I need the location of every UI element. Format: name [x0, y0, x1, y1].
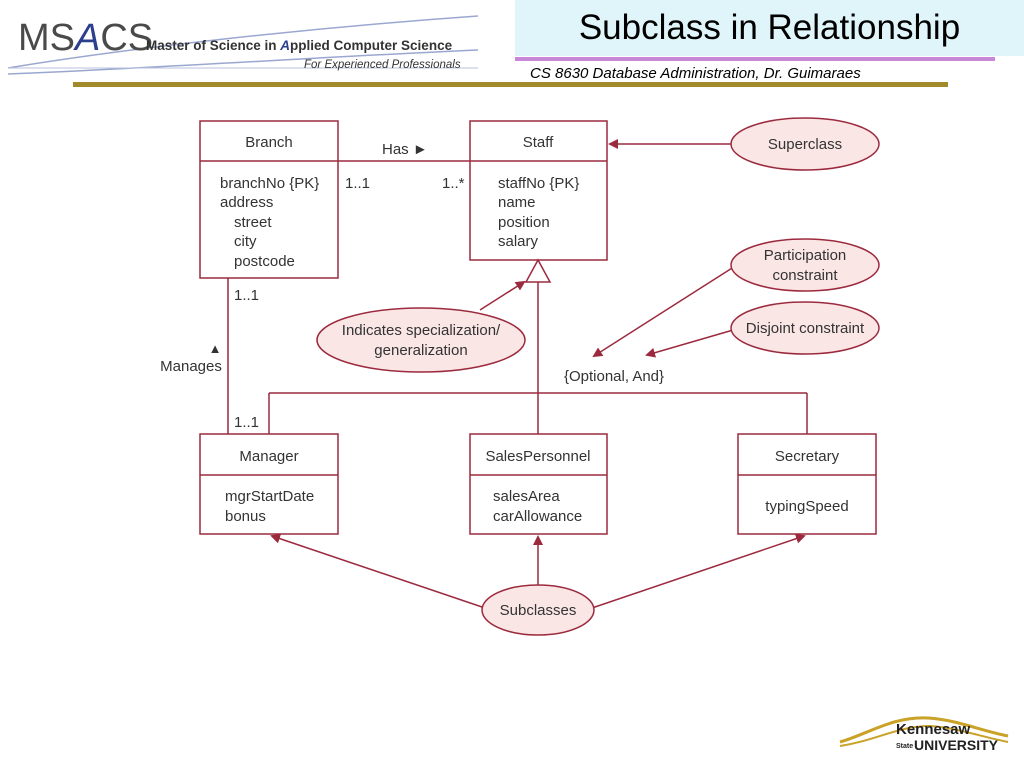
class-branch-attr: city: [234, 233, 257, 250]
logo-ms: MS: [18, 17, 75, 59]
disjoint-arrow: [645, 327, 741, 358]
subclasses-callout-text: Subclasses: [500, 602, 577, 619]
has-label: Has ►: [382, 141, 428, 158]
has-multiplicity-branch: 1..1: [345, 175, 370, 192]
disjoint-callout: [730, 301, 880, 355]
specialization-callout-text: generalization: [374, 342, 467, 359]
msacs-logo: MSACS Master of Science in Applied Compu…: [8, 15, 479, 75]
class-secretary-attr: typingSpeed: [765, 498, 848, 515]
manages-label: Manages: [160, 358, 222, 375]
page-title: Subclass in Relationship: [578, 8, 961, 47]
class-manager-attr: mgrStartDate: [225, 488, 314, 505]
class-salespersonnel-attr: salesArea: [493, 488, 560, 505]
class-branch-attr: postcode: [234, 253, 295, 270]
subclass-arrow-manager: [270, 533, 486, 609]
logo-program-rest: pplied Computer Science: [290, 38, 453, 53]
subclass-arrow-secretary: [591, 533, 806, 609]
logo-cs: CS: [100, 17, 153, 59]
class-branch-attr: address: [220, 194, 273, 211]
ksu-logo-line1: Kennesaw: [896, 721, 971, 738]
class-staff-box: [469, 120, 608, 261]
superclass-callout: [730, 117, 880, 171]
header-divider: [73, 82, 948, 87]
class-branch-attr: branchNo {PK}: [220, 175, 319, 192]
class-staff-name: Staff: [523, 134, 554, 151]
class-salespersonnel-box: [469, 433, 608, 535]
class-branch-attr: street: [234, 214, 272, 231]
ksu-logo-line2: UNIVERSITY: [914, 737, 999, 753]
logo-a: A: [73, 17, 100, 59]
disjoint-callout-text: Disjoint constraint: [746, 320, 865, 337]
ksu-logo-state: State: [896, 743, 913, 750]
class-manager-attr: bonus: [225, 508, 266, 525]
class-salespersonnel-name: SalesPersonnel: [485, 448, 590, 465]
ksu-logo: Kennesaw State UNIVERSITY: [839, 716, 1009, 753]
class-salespersonnel-attr: carAllowance: [493, 508, 582, 525]
manages-multiplicity-manager: 1..1: [234, 414, 259, 431]
subclasses-callout: [481, 584, 595, 636]
class-branch-box: [199, 120, 339, 279]
svg-text:Master of Science in Applied C: Master of Science in Applied Computer Sc…: [146, 38, 453, 53]
specialization-callout: [316, 307, 526, 373]
svg-text:MSACS: MSACS: [18, 17, 153, 59]
title-banner: Subclass in Relationship: [515, 0, 1024, 56]
class-staff-attr: salary: [498, 233, 539, 250]
constraint-label: {Optional, And}: [564, 368, 664, 385]
participation-callout-text: constraint: [772, 267, 838, 284]
participation-callout: [730, 238, 880, 292]
participation-callout-text: Participation: [764, 247, 847, 264]
class-manager-box: [199, 433, 339, 535]
title-underline: [515, 57, 995, 61]
superclass-callout-text: Superclass: [768, 136, 842, 153]
class-staff-attr: name: [498, 194, 536, 211]
logo-program-a: A: [279, 38, 290, 53]
class-secretary-name: Secretary: [775, 448, 840, 465]
specialization-callout-text: Indicates specialization/: [342, 322, 501, 339]
logo-program-prefix: Master of Science in: [146, 38, 280, 53]
class-manager-name: Manager: [239, 448, 298, 465]
class-staff-attr: position: [498, 214, 550, 231]
participation-arrow: [592, 262, 741, 358]
manages-multiplicity-branch: 1..1: [234, 287, 259, 304]
generalization-triangle: [524, 258, 552, 283]
has-multiplicity-staff: 1..*: [442, 175, 465, 192]
class-branch-name: Branch: [245, 134, 293, 151]
class-secretary-box: [737, 433, 877, 535]
course-subtitle: CS 8630 Database Administration, Dr. Gui…: [530, 65, 861, 82]
class-staff-attr: staffNo {PK}: [498, 175, 579, 192]
specialization-arrow: [479, 280, 526, 311]
manages-direction-arrow: ▲: [209, 341, 222, 356]
logo-tagline: For Experienced Professionals: [304, 59, 461, 71]
